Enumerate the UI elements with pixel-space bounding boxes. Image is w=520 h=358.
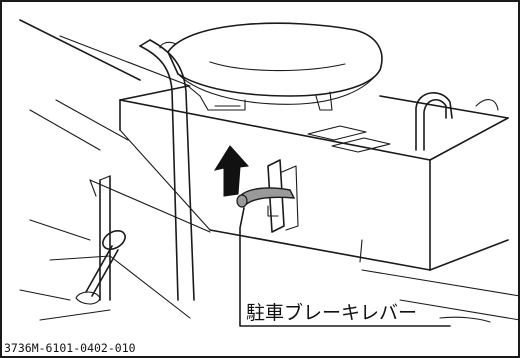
grab-handle-frame xyxy=(99,39,195,301)
figure-code: 3736M-6101-0402-010 xyxy=(4,341,136,355)
seat-drawing xyxy=(159,22,383,111)
auxiliary-lever xyxy=(75,230,126,305)
callout-leader-line xyxy=(239,207,451,327)
callout-label: 駐車ブレーキレバー xyxy=(246,301,417,324)
parking-brake-lever xyxy=(236,159,299,233)
machine-body xyxy=(19,19,520,321)
pull-up-arrow-icon xyxy=(213,145,250,197)
